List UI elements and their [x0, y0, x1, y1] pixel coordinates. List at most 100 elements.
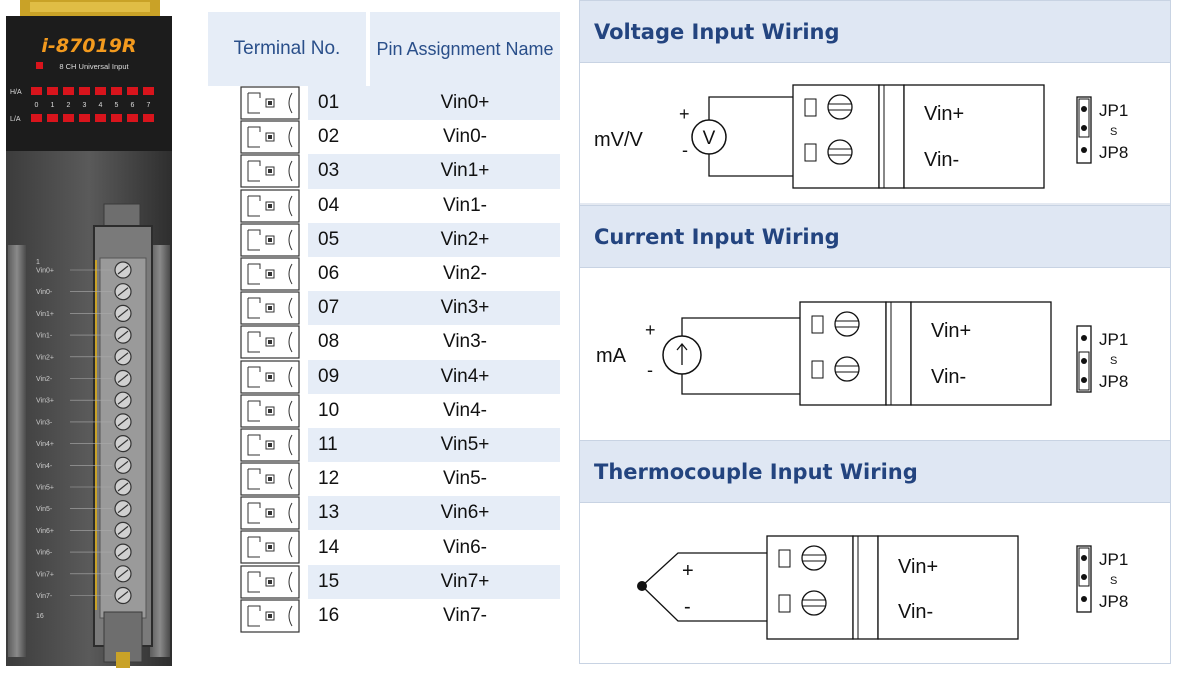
voltage-plus-sign: + [679, 104, 690, 124]
terminal-labels: Vin0+Vin0-Vin1+Vin1-Vin2+Vin2-Vin3+Vin3-… [36, 268, 112, 600]
terminal-label: Vin3- [36, 419, 53, 426]
header-terminal-no: Terminal No. [208, 12, 366, 86]
terminal-start-label: 1 [36, 259, 40, 266]
led-high-4 [95, 87, 106, 95]
terminal-label: Vin5+ [36, 485, 54, 492]
pin-assignment-name: Vin7- [442, 604, 487, 626]
terminal-label: Vin7+ [36, 571, 54, 578]
row-background [308, 564, 560, 599]
screw-icon [834, 311, 860, 337]
voltmeter-symbol: V [703, 128, 716, 149]
screw-icon [801, 545, 827, 571]
led-high-3 [79, 87, 90, 95]
led-high-5 [111, 87, 122, 95]
pin-assignment-name: Vin5- [442, 468, 487, 490]
current-vin-plus-label: Vin+ [931, 320, 971, 342]
led-low-4 [95, 114, 106, 122]
current-terminal-connector: Vin+ Vin- [799, 301, 1052, 406]
terminal-label: Vin0+ [36, 268, 54, 275]
thermocouple-wiring-heading: Thermocouple Input Wiring [580, 440, 1170, 503]
led-high-2 [63, 87, 74, 95]
current-wire-plus [681, 317, 809, 336]
table-row: 16 Vin7- [208, 598, 560, 633]
led-top-label: H/A [10, 89, 22, 96]
terminal-connector-icon [240, 359, 300, 394]
terminal-number: 11 [318, 433, 338, 455]
led-number: 0 [35, 102, 39, 109]
led-low-0 [31, 114, 42, 122]
led-high-7 [143, 87, 154, 95]
terminal-label: Vin1- [36, 333, 53, 340]
terminal-label: Vin3+ [36, 398, 54, 405]
module-face [6, 16, 172, 151]
header-pin-assignment: Pin Assignment Name [370, 12, 560, 86]
voltage-jp-top: JP1 [1099, 101, 1128, 120]
current-vin-minus-label: Vin- [931, 366, 966, 388]
thermocouple-jp-top: JP1 [1099, 550, 1128, 569]
terminal-number: 01 [318, 92, 340, 114]
voltage-wiring-heading: Voltage Input Wiring [580, 0, 1170, 63]
row-background [308, 86, 560, 121]
current-jp-top: JP1 [1099, 330, 1128, 349]
led-low-1 [47, 114, 58, 122]
led-high-1 [47, 87, 58, 95]
model-subtitle: 8 CH Universal Input [59, 62, 129, 71]
terminal-number: 16 [318, 604, 340, 626]
led-low-2 [63, 114, 74, 122]
led-number: 1 [51, 102, 55, 109]
thermocouple-minus-sign: - [684, 596, 691, 618]
voltage-minus-sign: - [682, 140, 688, 160]
led-high-0 [31, 87, 42, 95]
row-background [308, 154, 560, 189]
voltage-wire-minus [708, 154, 801, 177]
pin-assignment-name: Vin6- [442, 536, 487, 558]
terminal-label: Vin4- [36, 463, 53, 470]
led-number: 2 [67, 102, 71, 109]
thermocouple-jp-sep: S [1110, 575, 1117, 587]
thermocouple-plus-sign: + [682, 560, 694, 582]
current-jp-sep: S [1110, 355, 1117, 367]
terminal-label: Vin0- [36, 289, 53, 296]
terminal-connector-icon [240, 394, 300, 428]
voltage-jp-bottom: JP8 [1099, 143, 1128, 162]
thermocouple-terminal-connector: Vin+ Vin- [766, 535, 1019, 640]
terminal-number: 10 [318, 399, 340, 421]
current-plus-sign: + [645, 320, 656, 340]
pin-assignment-name: Vin1- [442, 194, 487, 216]
terminal-label: Vin6- [36, 550, 53, 557]
terminal-number: 15 [318, 570, 340, 592]
led-low-7 [143, 114, 154, 122]
terminal-label: Vin6+ [36, 528, 54, 535]
row-background [308, 427, 560, 463]
led-number: 7 [147, 102, 151, 109]
pin-assignment-name: Vin2- [442, 263, 487, 285]
row-background [308, 188, 560, 223]
current-source-label: mA [596, 345, 627, 367]
row-background [308, 256, 560, 292]
voltage-source-label: mV/V [594, 129, 644, 151]
terminal-connector-icon [240, 599, 300, 633]
terminal-label: Vin4+ [36, 441, 54, 448]
screw-icon [834, 356, 860, 382]
pin-assignment-name: Vin4+ [440, 365, 490, 387]
row-background [308, 222, 560, 257]
terminal-connector-icon [240, 428, 300, 462]
terminal-end-label: 16 [36, 613, 44, 620]
current-wiring-diagram: mA + - Vin+ Vin- JP1 S JP8 [596, 301, 1128, 406]
row-background [308, 359, 560, 394]
